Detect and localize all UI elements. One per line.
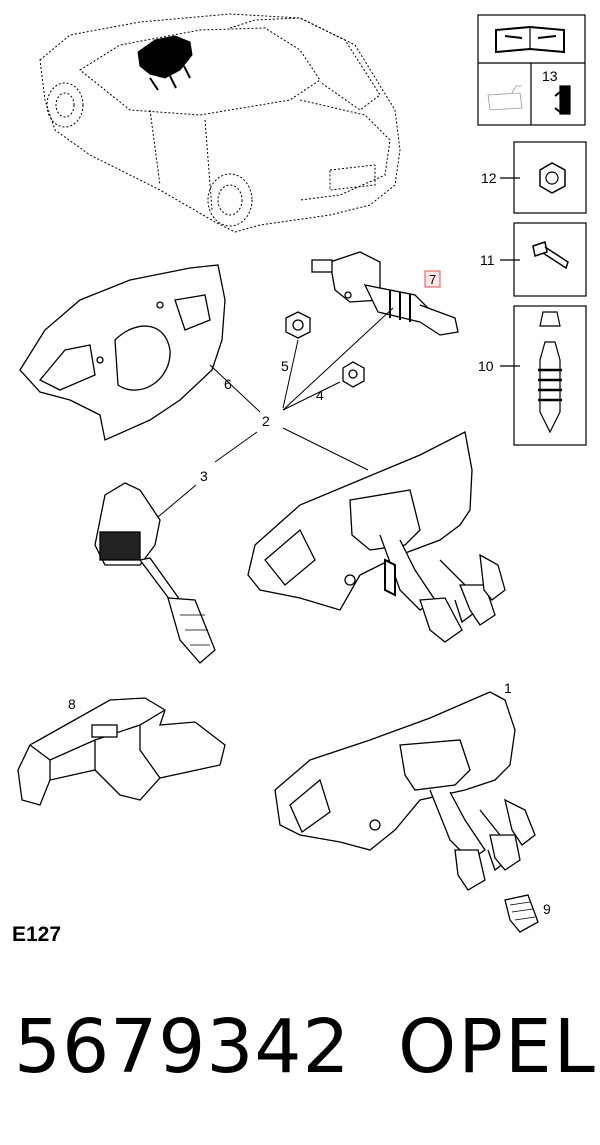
callout-9: 9 bbox=[543, 901, 551, 917]
callout-13: 13 bbox=[542, 68, 558, 84]
callout-1: 1 bbox=[504, 680, 512, 696]
callout-2: 2 bbox=[262, 413, 270, 429]
nut-part-5 bbox=[285, 311, 311, 339]
item-10-box bbox=[500, 305, 587, 446]
callout-7: 7 bbox=[429, 272, 436, 287]
callout-10: 10 bbox=[478, 358, 494, 374]
brand-name: OPEL bbox=[398, 1004, 597, 1090]
clip-part-13 bbox=[554, 85, 571, 115]
callout-11: 11 bbox=[480, 252, 495, 268]
part-number: 5679342 bbox=[14, 1004, 351, 1090]
floor-mat-part-8 bbox=[17, 697, 226, 806]
pedal-pad-part-9 bbox=[504, 894, 539, 933]
vehicle-illustration bbox=[39, 13, 401, 233]
callout-3: 3 bbox=[200, 468, 208, 484]
nut-part-4 bbox=[342, 361, 365, 388]
leader-lines bbox=[157, 307, 394, 518]
accelerator-pedal-part-3 bbox=[94, 482, 216, 664]
oil-can-icon bbox=[487, 85, 523, 111]
item-11-box bbox=[500, 222, 587, 297]
pedal-box-assembly bbox=[247, 431, 506, 643]
pedal-box-part-1 bbox=[274, 691, 536, 891]
pedal-location-highlight bbox=[137, 35, 193, 91]
section-code: E127 bbox=[12, 923, 62, 946]
clutch-master-cylinder-part-7 bbox=[311, 251, 459, 336]
callout-6: 6 bbox=[224, 376, 232, 392]
manual-icon bbox=[495, 25, 565, 54]
insulator-part-6 bbox=[19, 264, 226, 441]
callout-8: 8 bbox=[68, 696, 76, 712]
item-12-box bbox=[500, 141, 587, 214]
callout-7-box bbox=[424, 270, 441, 288]
callout-12: 12 bbox=[481, 170, 497, 186]
service-panel bbox=[477, 14, 586, 126]
callout-4: 4 bbox=[316, 387, 324, 403]
callout-5: 5 bbox=[281, 358, 289, 374]
